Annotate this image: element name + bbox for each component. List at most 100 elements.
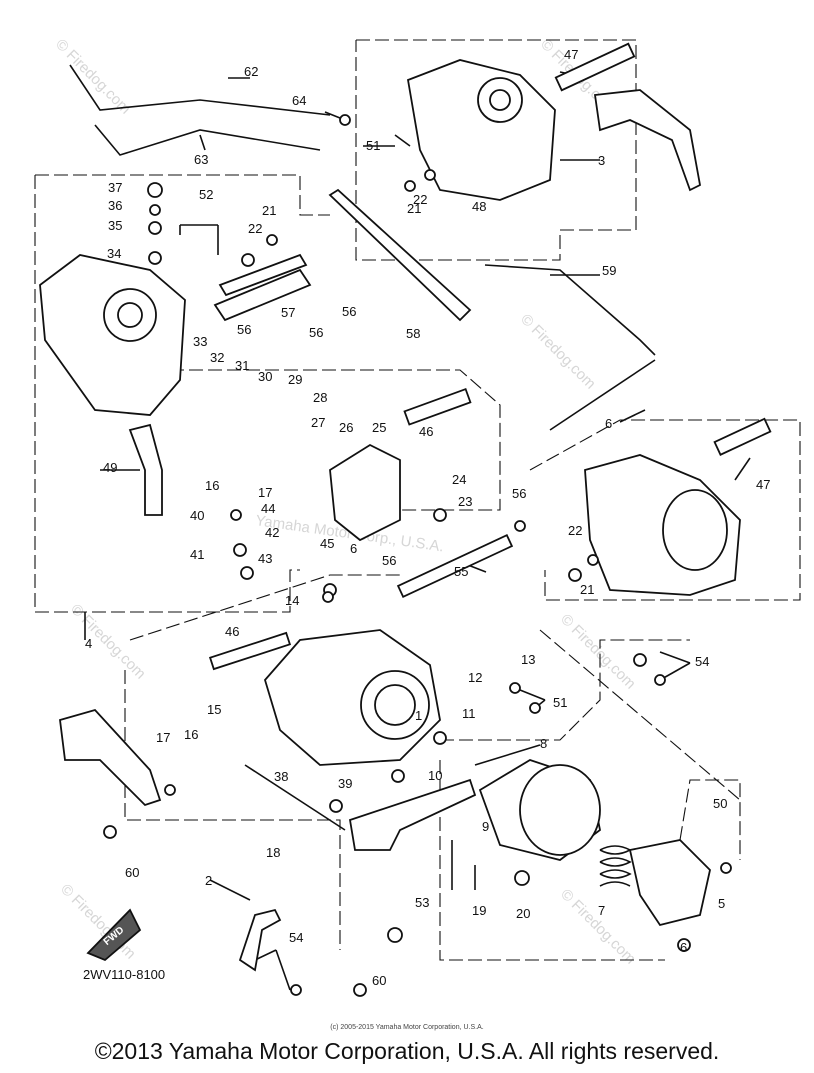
part-number-label: 10 <box>428 768 442 783</box>
part-number-label: 6 <box>605 416 612 431</box>
part-number-label: 21 <box>407 201 421 216</box>
part-number-label: 42 <box>265 525 279 540</box>
part-number-label: 37 <box>108 180 122 195</box>
part-number-label: 28 <box>313 390 327 405</box>
screws <box>103 114 732 997</box>
plate-11 <box>348 778 477 851</box>
bracket-top-right <box>593 89 702 192</box>
part-number-label: 47 <box>756 477 770 492</box>
part-number-label: 38 <box>274 769 288 784</box>
choke-cable-59 <box>484 264 656 356</box>
fwd-arrow-icon <box>86 908 142 962</box>
starter-plunger-18 <box>244 764 346 831</box>
part-number-label: 8 <box>540 736 547 751</box>
part-number-label: 62 <box>244 64 258 79</box>
part-number-label: 31 <box>235 358 249 373</box>
part-number-label: 48 <box>472 199 486 214</box>
air-vent-tube <box>554 42 636 92</box>
part-number-label: 58 <box>406 326 420 341</box>
part-number-label: 21 <box>580 582 594 597</box>
fuel-hose-49 <box>128 423 163 516</box>
cover-5 <box>628 839 711 927</box>
part-number-label: 17 <box>156 730 170 745</box>
part-number-label: 56 <box>512 486 526 501</box>
part-number-label: 64 <box>292 93 306 108</box>
part-number-label: 4 <box>85 636 92 651</box>
part-number-label: 54 <box>695 654 709 669</box>
part-number-label: 22 <box>413 192 427 207</box>
part-number-label: 41 <box>190 547 204 562</box>
throttle-shaft-58 <box>328 188 472 322</box>
part-number-label: 33 <box>193 334 207 349</box>
part-number-label: 15 <box>207 702 221 717</box>
part-number-label: 45 <box>320 536 334 551</box>
bracket-left-bottom <box>59 708 162 807</box>
part-number-label: 56 <box>382 553 396 568</box>
joint-tube-55 <box>396 534 514 598</box>
part-number-label: 22 <box>248 221 262 236</box>
part-number-label: 47 <box>564 47 578 62</box>
part-number-label: 23 <box>458 494 472 509</box>
part-number-label: 59 <box>602 263 616 278</box>
part-number-label: 17 <box>258 485 272 500</box>
throttle-cable-63 <box>94 124 321 156</box>
carburetor-exploded-diagram: © Firedog.com © Firedog.com © Firedog.co… <box>34 36 801 997</box>
part-number-label: 27 <box>311 415 325 430</box>
part-number-label: 56 <box>309 325 323 340</box>
watermark: © Firedog.com <box>557 611 639 693</box>
part-number-label: 29 <box>288 372 302 387</box>
part-number-label: 60 <box>372 973 386 988</box>
part-number-label: 51 <box>553 695 567 710</box>
watermark: © Firedog.com <box>517 311 599 393</box>
part-number-label: 18 <box>266 845 280 860</box>
part-number-label: 52 <box>199 187 213 202</box>
part-number-label: 12 <box>468 670 482 685</box>
part-number-label: 19 <box>472 903 486 918</box>
part-number-label: 57 <box>281 305 295 320</box>
float-chamber-45 <box>329 443 401 542</box>
footer-copyright: ©2013 Yamaha Motor Corporation, U.S.A. A… <box>94 1038 720 1064</box>
part-number-label: 54 <box>289 930 303 945</box>
part-number-label: 6 <box>680 940 687 955</box>
part-number-label: 9 <box>482 819 489 834</box>
part-number-label: 25 <box>372 420 386 435</box>
connecting-joint-upper <box>218 253 308 297</box>
watermark: © Firedog.com <box>557 886 639 968</box>
part-number-label: 44 <box>261 501 275 516</box>
part-number-label: 13 <box>521 652 535 667</box>
part-number-label: 32 <box>210 350 224 365</box>
part-number-label: 49 <box>103 460 117 475</box>
part-number-label: 20 <box>516 906 530 921</box>
part-number-label: 24 <box>452 472 466 487</box>
diagram-code: 2WV110-8100 <box>83 967 165 982</box>
part-number-label: 30 <box>258 369 272 384</box>
part-number-label: 26 <box>339 420 353 435</box>
spring-7 <box>599 845 632 887</box>
part-number-label: 14 <box>285 593 299 608</box>
part-number-label: 16 <box>205 478 219 493</box>
part-number-label: 35 <box>108 218 122 233</box>
part-number-label: 56 <box>237 322 251 337</box>
part-number-label: 34 <box>107 246 121 261</box>
part-number-label: 7 <box>598 903 605 918</box>
watermark: © Firedog.com <box>67 601 149 683</box>
bracket-54-bottom <box>238 908 282 972</box>
small-copyright: (c) 2005-2015 Yamaha Motor Corporation, … <box>330 1024 484 1031</box>
part-number-label: 1 <box>415 708 422 723</box>
parts <box>39 42 772 997</box>
part-number-label: 40 <box>190 508 204 523</box>
assembly-boundaries <box>34 39 801 961</box>
part-number-label: 60 <box>125 865 139 880</box>
part-number-label: 39 <box>338 776 352 791</box>
leader-lines <box>84 71 751 991</box>
part-number-label: 11 <box>462 706 476 721</box>
connecting-joint-57 <box>213 268 312 322</box>
part-number-label: 22 <box>568 523 582 538</box>
part-number-label: 50 <box>713 796 727 811</box>
part-number-label: 6 <box>350 541 357 556</box>
part-number-label: 53 <box>415 895 429 910</box>
part-number-label: 46 <box>225 624 239 639</box>
part-number-label: 63 <box>194 152 208 167</box>
part-number-label: 46 <box>419 424 433 439</box>
